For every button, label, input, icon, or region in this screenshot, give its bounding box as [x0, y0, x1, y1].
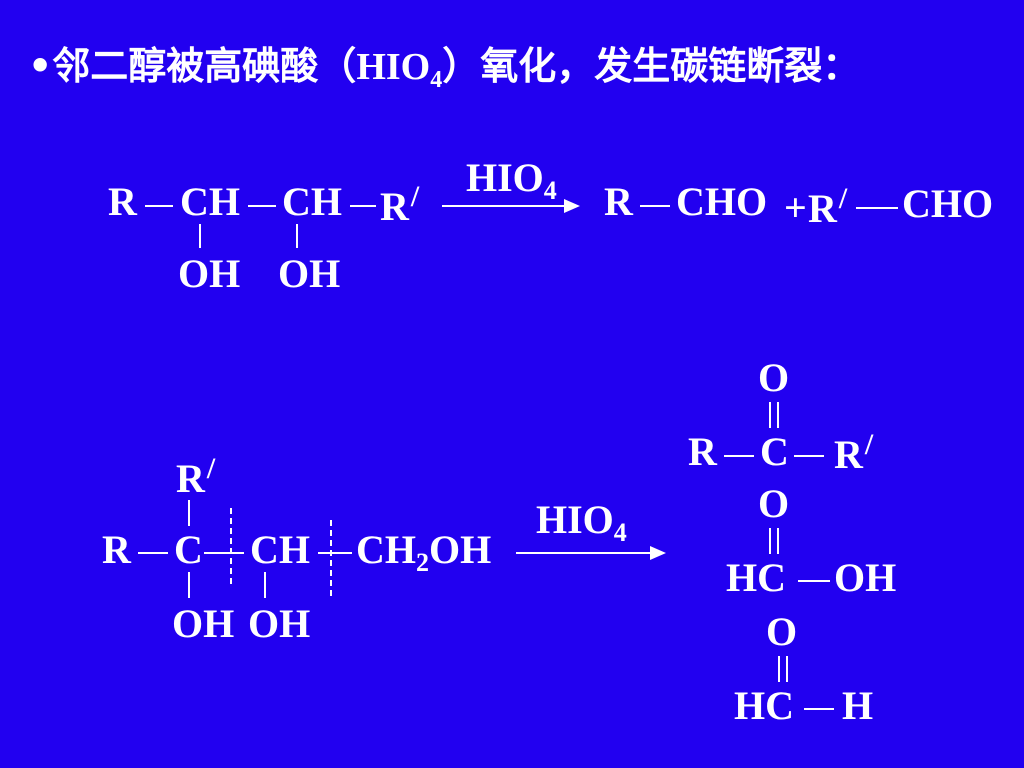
- r2-ketone-bond-2: [794, 455, 824, 457]
- r2-oh-2: OH: [248, 601, 311, 646]
- r1-vbond-1: [199, 224, 201, 248]
- r2-vbond-2: [264, 572, 266, 598]
- r2-bond-3: [318, 552, 352, 554]
- r2-ch: CH: [250, 527, 310, 572]
- r2-ketone-rprime: R/: [834, 428, 874, 477]
- r1-p2-bond: [856, 207, 898, 209]
- r2-ketone-bond-1: [724, 455, 754, 457]
- r1-reagent: HIO4: [466, 155, 557, 205]
- r2-vbond-1: [188, 572, 190, 598]
- r2-ketone-r: R: [688, 429, 717, 474]
- r1-vbond-2: [296, 224, 298, 248]
- r2-reagent: HIO4: [536, 497, 627, 547]
- r1-p2-r: R/: [808, 182, 848, 231]
- r2-ketone-double-bond: [769, 402, 779, 428]
- r1-p1-bond: [640, 205, 670, 207]
- title-text-post: ）氧化，发生碳链断裂：: [442, 44, 861, 88]
- r1-oh-1: OH: [178, 251, 241, 296]
- r2-acid-oh: OH: [834, 555, 897, 600]
- r2-ald-o: O: [766, 609, 798, 654]
- r2-vbond-top: [188, 500, 190, 526]
- r2-bond-2: [204, 552, 244, 554]
- r1-oh-2: OH: [278, 251, 341, 296]
- r2-oh-1: OH: [172, 601, 235, 646]
- r1-ch-2: CH: [282, 179, 342, 224]
- r1-bond-1: [145, 205, 173, 207]
- r2-r: R: [102, 527, 131, 572]
- r1-bond-3: [350, 205, 376, 207]
- r1-p2-cho: CHO: [902, 181, 994, 226]
- r2-ald-hc: HC: [734, 683, 794, 728]
- r1-p1-r: R: [604, 179, 633, 224]
- r2-ald-h: H: [842, 683, 874, 728]
- r2-r-top: R/: [176, 452, 216, 501]
- title-formula: HIO4: [356, 46, 443, 93]
- r1-bond-2: [248, 205, 276, 207]
- r2-bond-1: [138, 552, 168, 554]
- r1-plus: +: [784, 185, 807, 230]
- r1-ch-1: CH: [180, 179, 240, 224]
- r2-acid-o: O: [758, 481, 790, 526]
- r2-ald-bond: [804, 708, 834, 710]
- slide-title: •邻二醇被高碘酸（HIO4）氧化，发生碳链断裂：: [28, 40, 998, 106]
- r2-ketone-c: C: [760, 429, 789, 474]
- r2-acid-double-bond: [769, 528, 779, 554]
- r2-acid-bond: [798, 580, 830, 582]
- r2-acid-hc: HC: [726, 555, 786, 600]
- r2-cleave-line-1: [230, 508, 232, 584]
- r2-cleave-line-2: [330, 520, 332, 596]
- r1-arrow: [442, 199, 580, 213]
- r1-p1-cho: CHO: [676, 179, 768, 224]
- r1-rprime: R/: [380, 180, 420, 229]
- r1-r: R: [108, 179, 137, 224]
- r2-ketone-o: O: [758, 355, 790, 400]
- r2-ch2oh: CH2OH: [356, 527, 492, 577]
- title-text-pre: 邻二醇被高碘酸（: [52, 44, 357, 88]
- bullet: •: [28, 44, 53, 88]
- r2-arrow: [516, 546, 666, 560]
- r2-ald-double-bond: [778, 656, 788, 682]
- r2-c: C: [174, 527, 203, 572]
